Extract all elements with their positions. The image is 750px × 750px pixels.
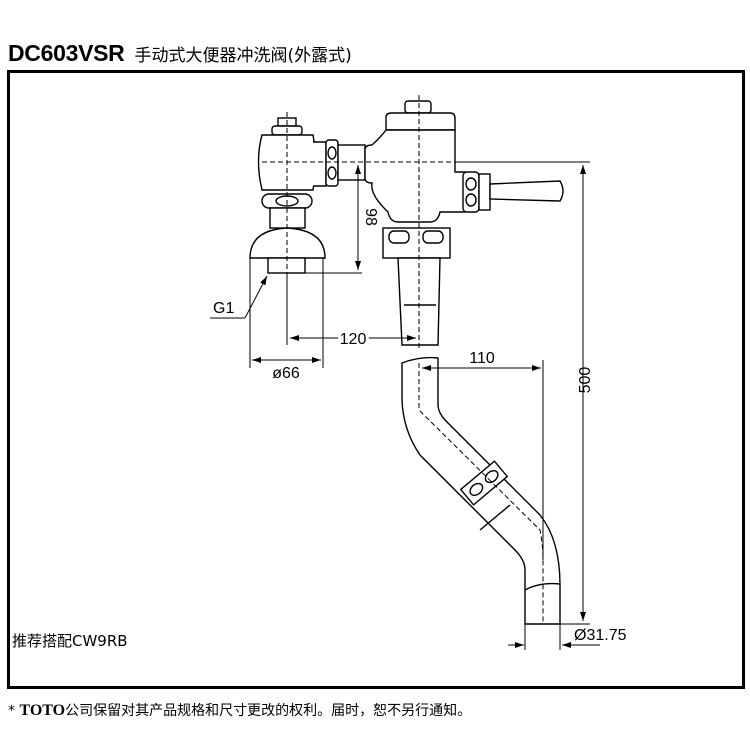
thread-label: G1 bbox=[213, 300, 234, 317]
flush-valve-body bbox=[364, 100, 564, 346]
model-number: DC603VSR bbox=[8, 40, 125, 66]
dim-diameter-66: ø66 bbox=[272, 365, 300, 382]
dim-110: 110 bbox=[469, 350, 495, 367]
dimension-lines bbox=[210, 161, 600, 650]
dim-diameter-31-75: Ø31.75 bbox=[574, 627, 627, 644]
dim-120: 120 bbox=[340, 331, 367, 348]
stop-valve bbox=[249, 117, 366, 274]
disclaimer: * TOTO公司保留对其产品规格和尺寸更改的权利。届时，恕不另行通知。 bbox=[8, 700, 471, 720]
center-lines bbox=[262, 95, 544, 624]
drawing-frame bbox=[7, 70, 745, 689]
brand-name: TOTO bbox=[19, 702, 66, 719]
dim-98: 98 bbox=[362, 208, 379, 226]
disclaimer-text: 公司保留对其产品规格和尺寸更改的权利。届时，恕不另行通知。 bbox=[65, 703, 472, 719]
product-description: 手动式大便器冲洗阀(外露式) bbox=[134, 46, 352, 66]
flush-pipe bbox=[401, 356, 561, 625]
disclaimer-prefix: * bbox=[8, 703, 20, 719]
recommended-pairing-note: 推荐搭配CW9RB bbox=[12, 632, 128, 650]
dim-500: 500 bbox=[577, 367, 594, 394]
drawing-title: DC603VSR 手动式大便器冲洗阀(外露式) bbox=[8, 40, 352, 67]
